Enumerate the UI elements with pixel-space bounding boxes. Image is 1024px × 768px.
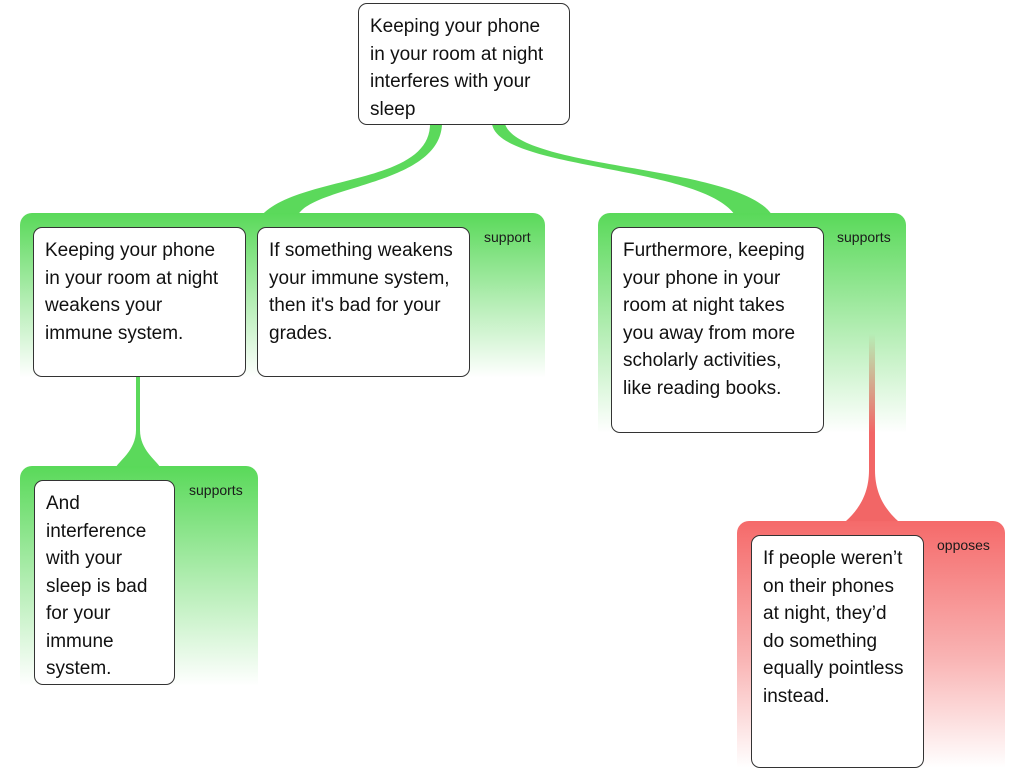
- premise-bad-for-grades[interactable]: If something weakens your immune system,…: [257, 227, 470, 377]
- relation-label-opposes: opposes: [937, 537, 990, 553]
- relation-label-support: support: [484, 229, 531, 245]
- premise-immune-system[interactable]: Keeping your phone in your room at night…: [33, 227, 246, 377]
- support-connector-lower: [116, 376, 160, 467]
- premise-sleep-immune[interactable]: And interference with your sleep is bad …: [34, 480, 175, 685]
- main-claim-box[interactable]: Keeping your phone in your room at night…: [358, 3, 570, 125]
- relation-label-supports: supports: [837, 229, 891, 245]
- support-connector-left: [262, 124, 442, 215]
- support-connector-right: [492, 124, 772, 215]
- relation-label-supports-lower: supports: [189, 482, 243, 498]
- premise-scholarly-activities[interactable]: Furthermore, keeping your phone in your …: [611, 227, 824, 433]
- objection-equally-pointless[interactable]: If people weren’t on their phones at nig…: [751, 535, 924, 768]
